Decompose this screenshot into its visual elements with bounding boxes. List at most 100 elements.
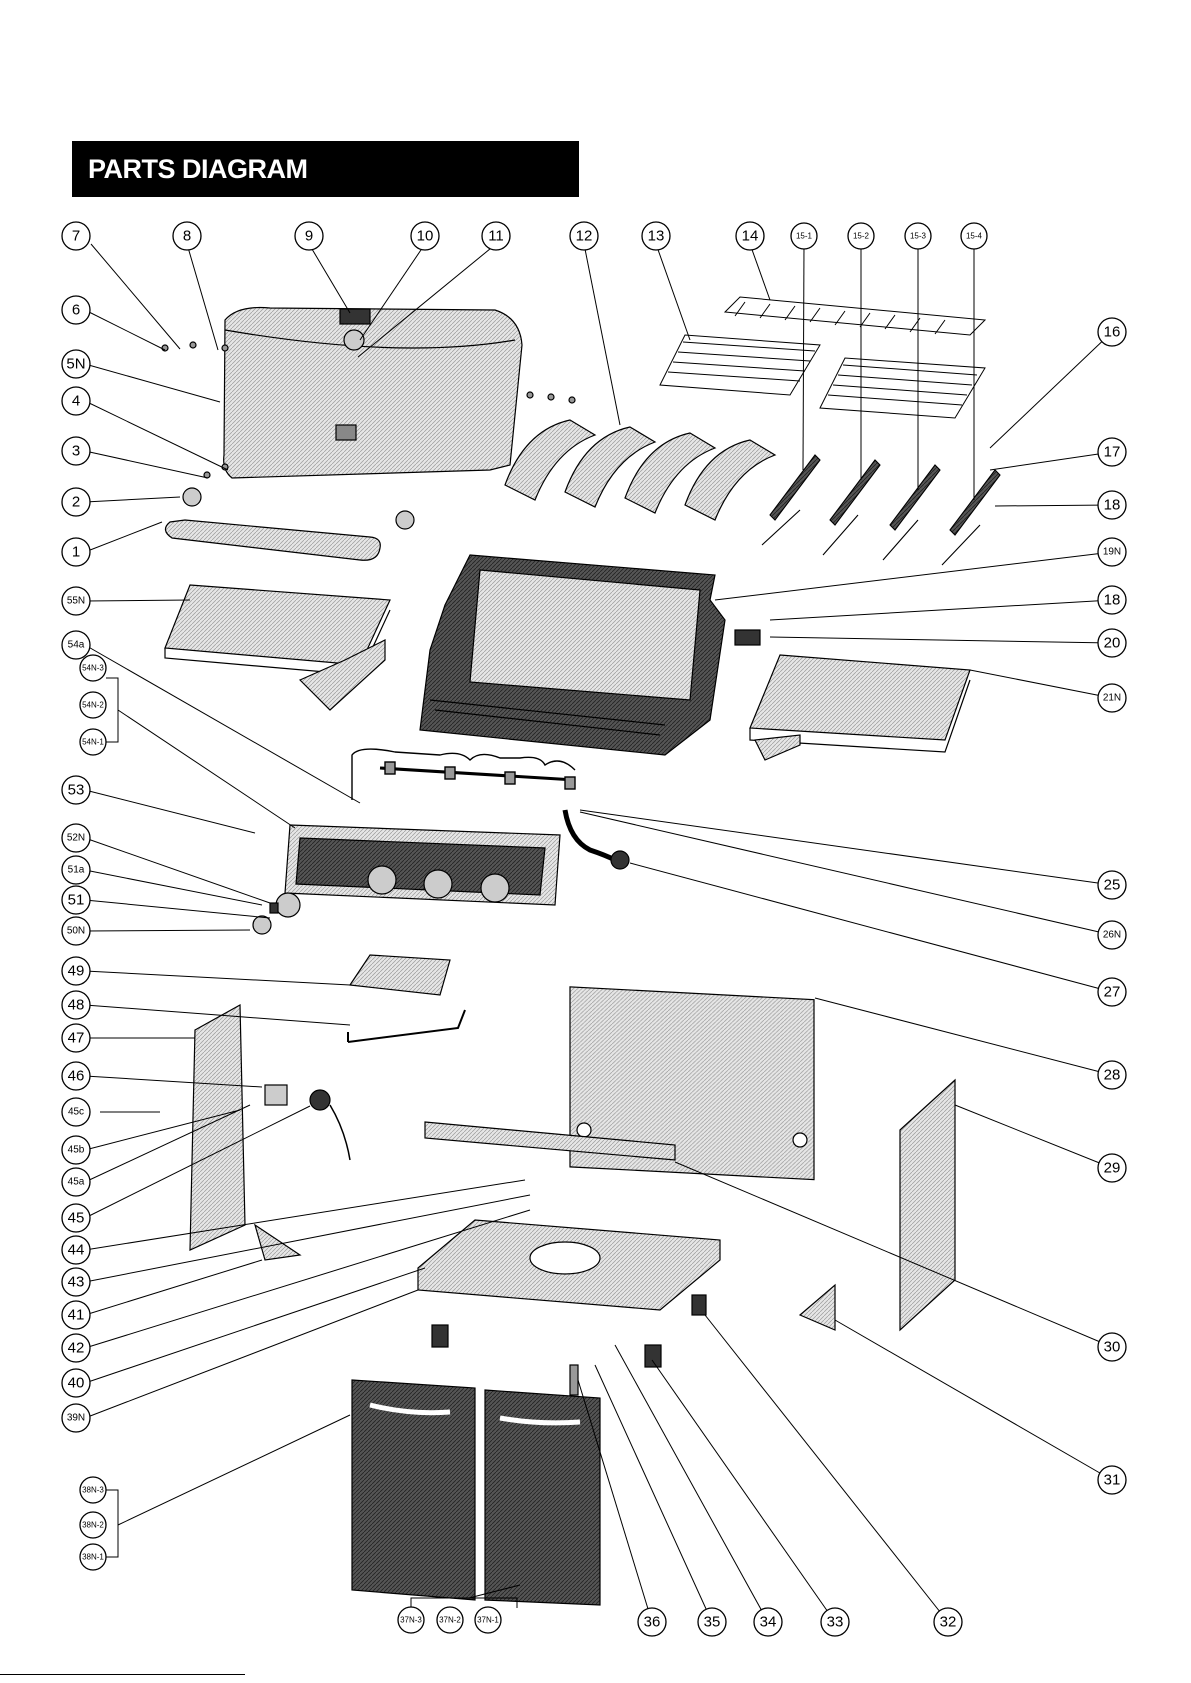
callout-28: 28 [1098,1061,1126,1089]
callout-label: 32 [940,1614,957,1631]
callout-label: 3 [72,443,80,460]
lid-handle [165,520,380,560]
callout-label: 45c [68,1107,84,1118]
callout-52n: 52N [62,824,90,852]
callout-20: 20 [1098,629,1126,657]
callout-15-4: 15-4 [961,223,987,249]
callout-37n-1: 37N-1 [475,1607,501,1633]
callout-12: 12 [570,222,598,250]
callout-label: 12 [576,228,593,245]
burners [762,455,1000,565]
callout-27: 27 [1098,978,1126,1006]
callout-31: 31 [1098,1466,1126,1494]
callout-50n: 50N [62,917,90,945]
callout-label: 11 [488,228,504,245]
callout-label: 50N [67,926,85,937]
lid-bracket [340,309,370,324]
callout-label: 18 [1104,592,1121,609]
bottom-divider [0,1674,245,1675]
callout-label: 41 [68,1307,85,1324]
callout-54n-3: 54N-3 [80,655,106,681]
callout-45: 45 [62,1204,90,1232]
callout-label: 30 [1104,1339,1121,1356]
callout-label: 34 [760,1614,777,1631]
callout-37n-2: 37N-2 [437,1607,463,1633]
callout-39n: 39N [62,1404,90,1432]
control-panel [285,825,560,905]
callout-label: 33 [827,1614,844,1631]
callout-label: 18 [1104,497,1121,514]
tray-holder [348,1010,465,1042]
callout-label: 28 [1104,1067,1121,1084]
regulator-hose [565,810,615,860]
callout-48: 48 [62,991,90,1019]
callout-8: 8 [173,222,201,250]
right-side-panel [900,1080,955,1330]
callout-label: 37N-2 [439,1616,461,1625]
callout-1: 1 [62,538,90,566]
cabinet-doors [352,1380,600,1605]
thermometer [344,330,364,350]
callout-label: 9 [305,228,313,245]
callout-13: 13 [642,222,670,250]
callout-label: 2 [72,494,80,511]
callout-54n-2: 54N-2 [80,692,106,718]
callout-44: 44 [62,1236,90,1264]
callout-label: 1 [72,544,80,561]
callout-35: 35 [698,1608,726,1636]
callout-43: 43 [62,1268,90,1296]
callout-7: 7 [62,222,90,250]
callout-label: 42 [68,1340,85,1357]
callout-label: 5N [66,356,85,373]
callout-18: 18 [1098,491,1126,519]
callout-label: 38N-2 [82,1521,104,1530]
callout-label: 51 [68,892,85,909]
callout-45a: 45a [62,1168,90,1196]
callout-10: 10 [411,222,439,250]
callout-label: 14 [742,228,759,245]
callout-label: 43 [68,1274,85,1291]
callout-label: 27 [1104,984,1121,1001]
warming-rack [725,297,985,335]
callout-45b: 45b [62,1136,90,1164]
callout-15-1: 15-1 [791,223,817,249]
callout-label: 46 [68,1068,85,1085]
page-title: PARTS DIAGRAM [88,151,308,187]
callout-label: 17 [1104,444,1121,461]
callout-label: 47 [68,1030,85,1047]
callout-label: 37N-3 [400,1616,422,1625]
callout-label: 39N [67,1413,85,1424]
callout-38n-2: 38N-2 [80,1512,106,1538]
callout-26n: 26N [1098,921,1126,949]
callout-18: 18 [1098,586,1126,614]
callout-label: 25 [1104,877,1121,894]
callout-label: 38N-1 [82,1553,104,1562]
callout-16: 16 [1098,318,1126,346]
callout-2: 2 [62,488,90,516]
callout-label: 55N [67,596,85,607]
callout-47: 47 [62,1024,90,1052]
callout-54n-1: 54N-1 [80,729,106,755]
callout-label: 16 [1104,324,1121,341]
callout-label: 29 [1104,1160,1121,1177]
callout-15-2: 15-2 [848,223,874,249]
callout-label: 44 [68,1242,85,1259]
callout-36: 36 [638,1608,666,1636]
callout-label: 15-4 [966,232,983,241]
callout-label: 51a [68,865,85,876]
callout-label: 8 [183,228,191,245]
manifold [352,749,575,800]
callout-4: 4 [62,387,90,415]
callout-label: 31 [1104,1472,1121,1489]
callout-label: 45b [68,1145,85,1156]
grease-tray [350,955,450,995]
left-side-shelf [165,585,390,710]
callout-29: 29 [1098,1154,1126,1182]
callout-19n: 19N [1098,538,1126,566]
callout-label: 54N-2 [82,701,104,710]
callout-34: 34 [754,1608,782,1636]
callout-label: 45 [68,1210,85,1227]
callout-32: 32 [934,1608,962,1636]
callout-label: 26N [1103,930,1121,941]
